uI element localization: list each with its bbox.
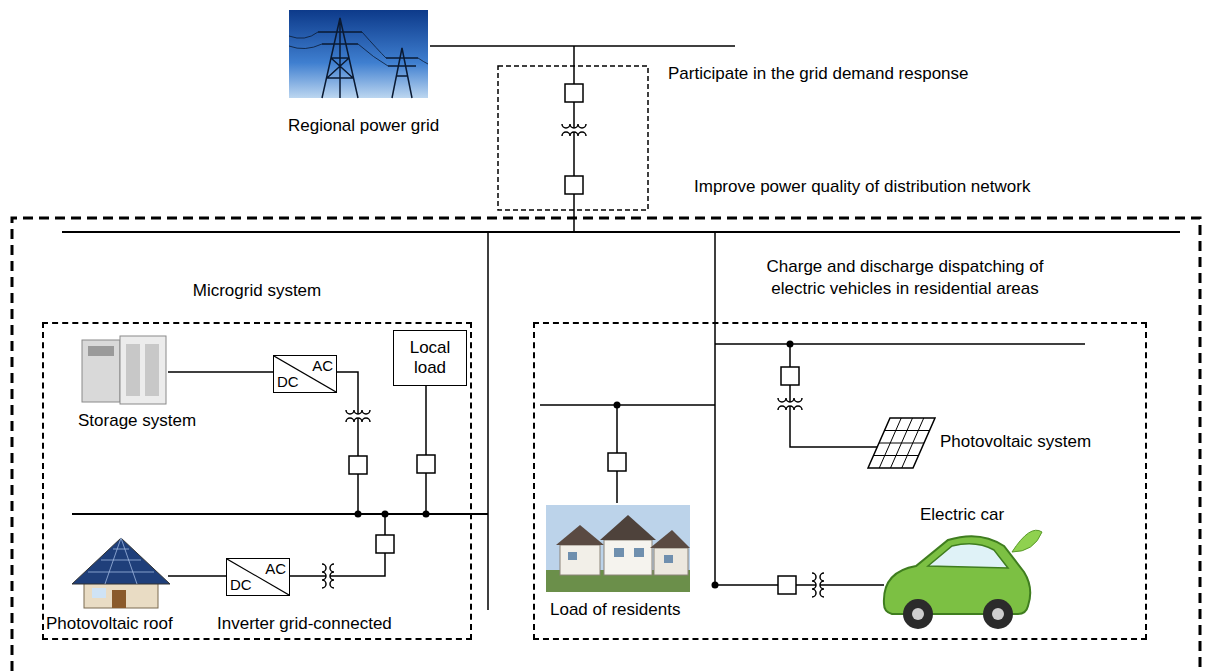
breaker-symbol — [608, 453, 626, 471]
house-roof — [556, 525, 604, 545]
caption-label: Participate in the grid demand response — [668, 64, 969, 84]
system-boundary — [12, 218, 1200, 671]
breaker-symbol — [417, 455, 435, 473]
wire — [168, 372, 358, 514]
junction-dot — [355, 511, 362, 518]
storage-panel — [88, 346, 114, 356]
car-body — [884, 536, 1030, 614]
storage-panel — [145, 344, 159, 396]
converter-diagonal-line — [274, 356, 336, 392]
wire — [715, 584, 884, 586]
transformer-symbol — [812, 573, 824, 597]
breaker-symbol — [565, 176, 583, 194]
pv-panel-grid — [874, 418, 930, 468]
breaker-symbol — [349, 456, 367, 474]
ev-area-region: Charge and discharge dispatching of elec… — [533, 322, 1147, 640]
main-bus — [62, 231, 1180, 233]
transformer-symbol — [562, 124, 586, 136]
microgrid-region: DCACLocal loadDCACMicrogrid system — [42, 322, 472, 640]
wire — [425, 386, 427, 514]
converter-label: AC — [265, 560, 286, 578]
grid-photo — [289, 10, 428, 98]
caption-label: Improve power quality of distribution ne… — [694, 177, 1030, 197]
storage-cabinet — [120, 336, 166, 404]
pv-panel — [868, 418, 935, 468]
house-window — [634, 548, 644, 557]
breaker-symbol — [376, 535, 394, 553]
house-door — [112, 590, 126, 608]
breaker-symbol — [781, 367, 799, 385]
converter-diagonal-line — [227, 559, 289, 595]
caption-label: Photovoltaic system — [940, 432, 1091, 452]
car-wheel — [903, 599, 933, 629]
solar-roof — [72, 538, 170, 584]
wire — [540, 405, 715, 503]
storage-cabinet — [82, 340, 120, 402]
car-hub — [912, 608, 924, 620]
houses-photo — [546, 505, 690, 592]
feeder-line — [430, 45, 735, 47]
storage-panel — [126, 344, 140, 396]
junction-dot — [423, 511, 430, 518]
house-wall — [560, 545, 600, 575]
inverter-box: DC AC — [273, 355, 337, 393]
pylon-symbol — [318, 18, 362, 98]
breaker-symbol — [565, 84, 583, 102]
caption-label: Electric car — [920, 505, 1004, 525]
pylon-symbol — [386, 48, 418, 98]
breaker-symbol — [778, 576, 796, 594]
house-window — [614, 548, 624, 557]
caption-label: Regional power grid — [288, 116, 439, 136]
caption-label: Photovoltaic roof — [46, 614, 173, 634]
junction-dot — [382, 511, 389, 518]
house-window — [92, 588, 106, 598]
region-heading: Charge and discharge dispatching of elec… — [745, 256, 1065, 300]
load-label: Local load — [394, 338, 466, 378]
house-wall — [604, 540, 652, 575]
house-roof — [650, 530, 690, 548]
house-wall — [654, 548, 688, 575]
house-roof — [600, 515, 656, 540]
feeder-line — [488, 232, 715, 610]
caption-label: Load of residents — [550, 600, 680, 620]
caption-label: Inverter grid-connected — [217, 614, 392, 634]
region-heading: Microgrid system — [44, 280, 470, 302]
converter-label: DC — [230, 576, 252, 594]
house-window — [568, 552, 577, 560]
house-window — [664, 555, 673, 563]
power-line-wire — [289, 32, 428, 66]
feeder-line — [573, 46, 575, 232]
transformer-symbol — [322, 564, 334, 588]
car-wheel — [983, 599, 1013, 629]
inverter-box: DC AC — [226, 558, 290, 596]
solar-roof-grid — [88, 538, 154, 584]
transformer-symbol — [346, 410, 370, 422]
leaf-symbol — [1012, 530, 1042, 552]
car-window — [928, 544, 1008, 568]
car-hub — [992, 608, 1004, 620]
converter-label: DC — [277, 373, 299, 391]
caption-label: Storage system — [78, 411, 196, 431]
transformer-symbol — [778, 398, 802, 410]
substation-boundary — [498, 66, 648, 210]
converter-label: AC — [312, 357, 333, 375]
load-box: Local load — [393, 330, 467, 386]
